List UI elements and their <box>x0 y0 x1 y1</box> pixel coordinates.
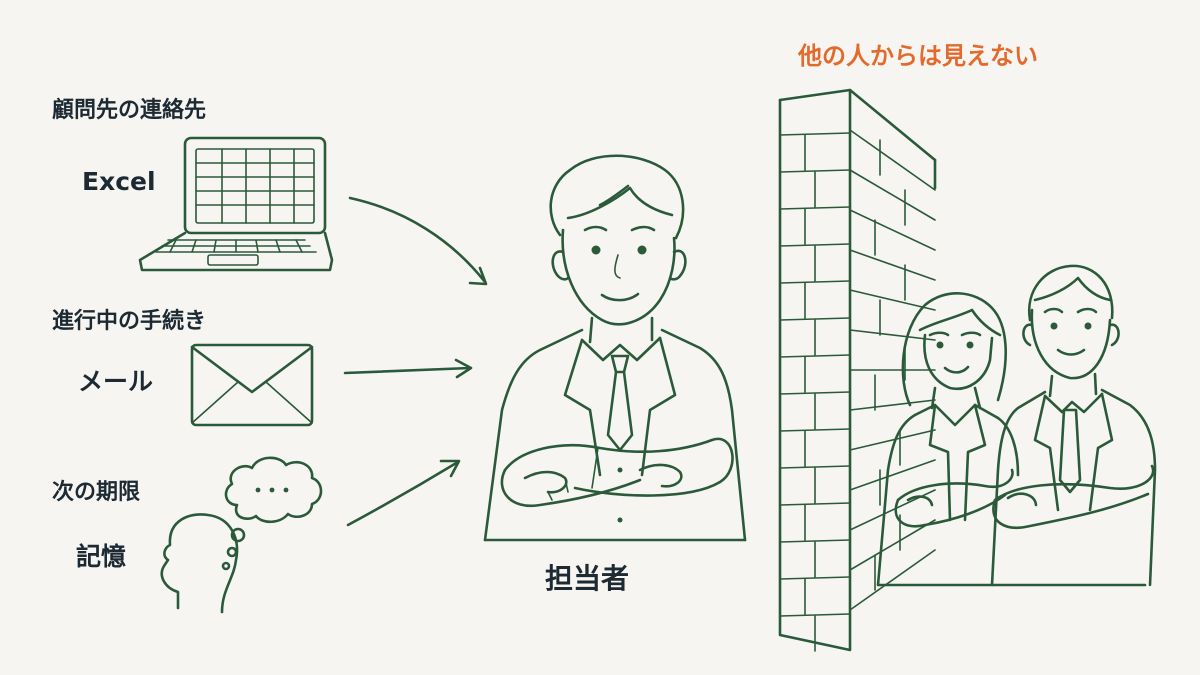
woman-figure <box>876 292 1020 587</box>
person-in-charge-label: 担当者 <box>545 562 630 595</box>
laptop-icon <box>138 136 334 272</box>
arrow-excel <box>348 196 488 286</box>
envelope-icon <box>190 343 314 427</box>
person-in-charge-figure <box>483 154 747 542</box>
source-tool-mail: メール <box>78 367 154 396</box>
arrow-memory <box>346 459 461 527</box>
wall-caption: 他の人からは見えない <box>798 42 1038 70</box>
arrow-mail <box>343 358 473 379</box>
source-tool-memory: 記憶 <box>76 542 127 571</box>
colleague-man-figure <box>990 264 1157 587</box>
source-tool-excel: Excel <box>82 167 156 196</box>
source-category-contacts: 顧問先の連絡先 <box>52 98 207 123</box>
source-category-procedures: 進行中の手続き <box>52 309 207 334</box>
thought-head-icon <box>160 456 323 614</box>
source-category-deadline: 次の期限 <box>52 480 141 505</box>
brick-wall <box>778 88 937 652</box>
